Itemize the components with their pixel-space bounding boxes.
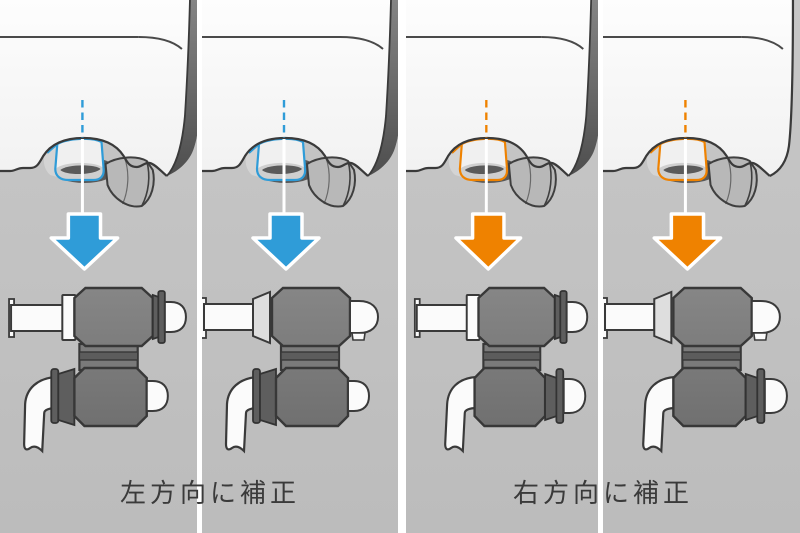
device-bottom-illustration (202, 0, 398, 213)
device-bottom-illustration (0, 0, 197, 213)
panel-left-correction-1 (0, 0, 197, 533)
lower-valve-left (224, 366, 371, 453)
panel-right-correction-2 (603, 0, 800, 533)
device-bottom-illustration (406, 0, 598, 213)
panel-left-correction-2 (202, 0, 398, 533)
upper-valve (202, 286, 380, 348)
upper-valve (7, 286, 188, 348)
down-arrow-icon (251, 212, 321, 271)
down-arrow-icon (454, 212, 523, 271)
lower-valve-left (22, 366, 170, 453)
valve-joint (482, 342, 542, 372)
device-bottom-illustration (603, 0, 793, 213)
caption-right-correction: 右方向に補正 (512, 478, 693, 508)
panel-group-divider (398, 0, 406, 533)
panel-divider (197, 0, 202, 533)
lower-valve-right (641, 366, 789, 453)
upper-valve (603, 286, 782, 348)
down-arrow-icon (652, 212, 723, 271)
caption-left-correction: 左方向に補正 (119, 478, 300, 508)
valve-joint (279, 342, 341, 372)
lower-valve-right (443, 366, 587, 453)
valve-joint (681, 342, 742, 372)
upper-valve (413, 286, 589, 348)
valve-joint (78, 342, 139, 372)
panel-right-correction-1 (406, 0, 598, 533)
panel-divider (598, 0, 603, 533)
down-arrow-icon (49, 212, 120, 271)
